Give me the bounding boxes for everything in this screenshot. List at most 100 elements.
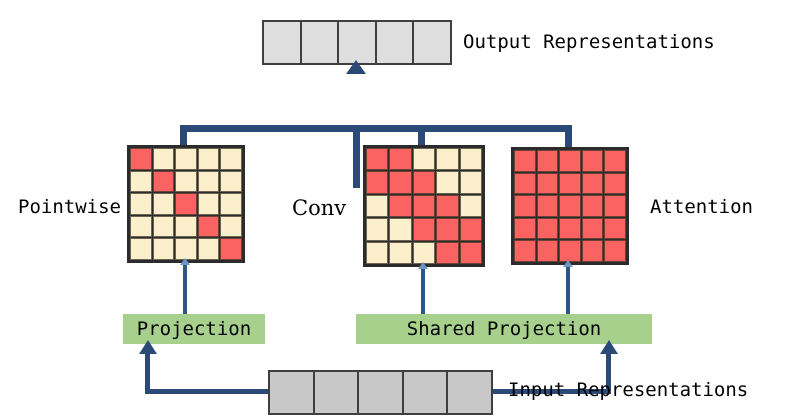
- output-token-cell: [339, 22, 377, 63]
- matrix-cell: [514, 217, 536, 240]
- matrix-cell: [389, 218, 412, 241]
- matrix-cell: [366, 218, 389, 241]
- matrix-cell: [152, 193, 175, 215]
- matrix-cell: [389, 171, 412, 194]
- input-token-cell: [404, 372, 449, 413]
- output-token-cell: [414, 22, 450, 63]
- matrix-cell: [514, 150, 536, 172]
- matrix-cell: [130, 215, 152, 238]
- riser-arrowhead-attention-icon: [563, 260, 573, 267]
- matrix-cell: [389, 241, 412, 264]
- matrix-cell: [175, 170, 197, 193]
- matrix-cell: [536, 240, 559, 262]
- matrix-cell: [130, 170, 152, 193]
- matrix-cell: [604, 240, 626, 262]
- matrix-cell: [559, 217, 581, 240]
- matrix-cell: [130, 193, 152, 215]
- matrix-cell: [220, 193, 242, 215]
- matrix-cell: [197, 238, 220, 260]
- matrix-cell: [389, 194, 412, 218]
- matrix-cell: [604, 150, 626, 172]
- matrix-cell: [175, 215, 197, 238]
- matrix-cell: [459, 171, 482, 194]
- riser-arrowhead-conv-icon: [418, 262, 428, 269]
- input-to-shared-projection-vertical: [606, 352, 611, 392]
- matrix-cell: [220, 238, 242, 260]
- input-to-shared-projection-horizontal: [488, 389, 611, 394]
- matrix-pointwise: [127, 145, 245, 263]
- matrix-cell: [412, 171, 436, 194]
- output-token-cell: [302, 22, 340, 63]
- matrix-label-pointwise: Pointwise: [18, 196, 121, 218]
- output-representations-label: Output Representations: [463, 31, 715, 53]
- matrix-cell: [536, 150, 559, 172]
- matrix-cell: [459, 148, 482, 171]
- matrix-cell: [220, 148, 242, 170]
- matrix-label-attention: Attention: [650, 196, 753, 218]
- riser-shared-projection-to-conv: [421, 267, 425, 315]
- bus-drop-pointwise: [180, 125, 187, 147]
- matrix-cell: [559, 195, 581, 217]
- matrix-cell: [366, 194, 389, 218]
- projection-box[interactable]: Projection: [123, 314, 265, 344]
- matrix-cell: [459, 218, 482, 241]
- matrix-cell: [581, 172, 604, 195]
- matrix-cell: [152, 170, 175, 193]
- matrix-cell: [581, 240, 604, 262]
- shared-projection-box[interactable]: Shared Projection: [356, 314, 652, 344]
- bus-drop-attention: [565, 125, 572, 147]
- matrix-cell: [559, 150, 581, 172]
- matrix-cell: [412, 218, 436, 241]
- matrix-cell: [412, 194, 436, 218]
- matrix-cell: [197, 193, 220, 215]
- matrix-cell: [220, 215, 242, 238]
- matrix-cell: [559, 240, 581, 262]
- matrix-conv: [363, 145, 485, 267]
- matrices-bus-line: [180, 125, 572, 132]
- matrix-cell: [604, 172, 626, 195]
- input-token-cell: [359, 372, 404, 413]
- matrix-cell: [175, 148, 197, 170]
- matrix-cell: [581, 195, 604, 217]
- output-trunk-line: [353, 128, 360, 188]
- output-token-cell: [264, 22, 302, 63]
- matrix-cell: [152, 148, 175, 170]
- matrix-cell: [197, 148, 220, 170]
- matrix-cell: [514, 195, 536, 217]
- matrix-attention: [511, 147, 629, 265]
- matrix-cell: [197, 170, 220, 193]
- matrix-cell: [581, 217, 604, 240]
- input-to-projection-vertical: [145, 352, 150, 392]
- matrix-cell: [436, 194, 459, 218]
- matrix-cell: [559, 172, 581, 195]
- matrix-cell: [197, 215, 220, 238]
- riser-arrowhead-pointwise-icon: [180, 258, 190, 265]
- matrix-cell: [536, 217, 559, 240]
- input-to-projection-arrowhead-icon: [139, 340, 157, 354]
- matrix-cell: [220, 170, 242, 193]
- input-representations-label: Input Representations: [508, 379, 749, 401]
- matrix-cell: [436, 241, 459, 264]
- output-token-cell: [377, 22, 415, 63]
- matrix-cell: [514, 172, 536, 195]
- matrix-cell: [604, 195, 626, 217]
- matrix-cell: [412, 241, 436, 264]
- matrix-cell: [436, 218, 459, 241]
- matrix-cell: [459, 194, 482, 218]
- matrix-cell: [366, 171, 389, 194]
- input-token-cell: [315, 372, 360, 413]
- matrix-cell: [366, 241, 389, 264]
- matrix-cell: [436, 148, 459, 171]
- matrix-cell: [175, 193, 197, 215]
- matrix-cell: [152, 238, 175, 260]
- input-to-shared-projection-arrowhead-icon: [600, 340, 618, 354]
- bus-drop-conv: [418, 125, 425, 147]
- matrix-label-conv: Conv: [292, 196, 347, 220]
- input-token-cell: [270, 372, 315, 413]
- matrix-cell: [536, 195, 559, 217]
- output-representations-bar: [262, 20, 452, 65]
- matrix-cell: [412, 148, 436, 171]
- input-token-cell: [448, 372, 491, 413]
- matrix-cell: [459, 241, 482, 264]
